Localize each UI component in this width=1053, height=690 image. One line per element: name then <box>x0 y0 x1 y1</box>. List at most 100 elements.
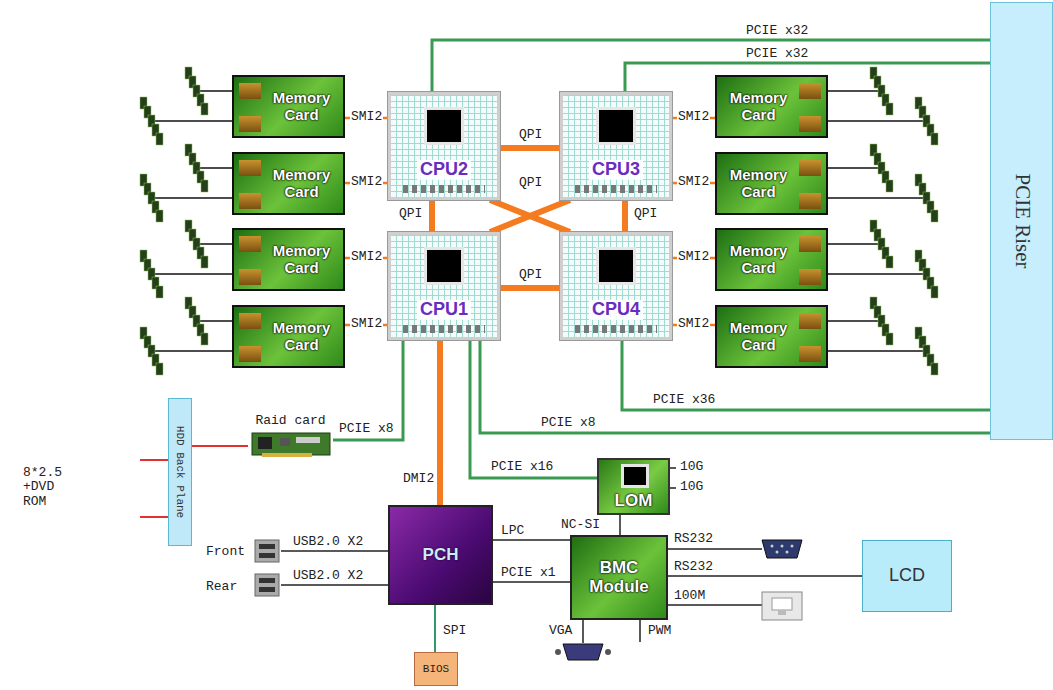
dimm-wire <box>148 120 232 122</box>
pch-chip: PCH <box>388 505 493 605</box>
drive-note: 8*2.5 +DVD ROM <box>22 466 84 509</box>
node-text: HDD Back Plane <box>174 426 186 518</box>
memory-card: Memory Card <box>715 75 828 138</box>
dimm-wire <box>828 90 878 92</box>
dimm-wire <box>148 350 232 352</box>
bus-connector <box>432 40 990 92</box>
dimm-slot <box>886 256 893 268</box>
bus-label: SMI2 <box>677 250 710 264</box>
memory-card: Memory Card <box>715 305 828 368</box>
bus-label: SMI2 <box>677 110 710 124</box>
cpu-chip: CPU3 <box>560 92 672 200</box>
cpu-die <box>596 247 636 285</box>
memory-card: Memory Card <box>232 152 345 215</box>
port-location: Front <box>205 545 246 559</box>
dimm-slot <box>201 103 208 115</box>
cpu-pins <box>575 325 657 333</box>
dimm-slot <box>931 286 938 298</box>
bus-label: SMI2 <box>677 317 710 331</box>
bus-name: USB2.0 X2 <box>292 535 364 549</box>
signal-name: RS232 <box>673 532 714 546</box>
dimm-slot <box>201 180 208 192</box>
cpu-pins <box>403 325 485 333</box>
node-text: Raid card <box>255 414 325 428</box>
cpu-pins <box>575 185 657 193</box>
usb-ports <box>255 540 279 596</box>
drive-lines <box>140 460 168 517</box>
vga-port <box>555 644 611 660</box>
bus-name: USB2.0 X2 <box>292 569 364 583</box>
dimm-wire <box>828 350 923 352</box>
bus-connector <box>429 200 435 232</box>
bus-connector <box>622 200 628 232</box>
memory-card: Memory Card <box>232 305 345 368</box>
cpu-die <box>424 107 464 145</box>
dimm-slot <box>156 363 163 375</box>
bus-label: SMI2 <box>350 175 383 189</box>
bus-connector <box>493 581 570 583</box>
cpu-die <box>424 247 464 285</box>
dimm-wire <box>828 320 878 322</box>
bus-label: SMI2 <box>350 250 383 264</box>
dimm-slot <box>931 363 938 375</box>
dimm-wire <box>828 273 923 275</box>
cpu-pins <box>403 185 485 193</box>
wires <box>281 468 762 643</box>
pcie-riser: PCIE Riser <box>990 2 1053 440</box>
raid-card-board <box>252 433 330 457</box>
bus-label: PCIE x1 <box>500 566 557 580</box>
bus-label: SMI2 <box>350 317 383 331</box>
bmc-module: BMC Module <box>570 535 668 620</box>
cpu-chip: CPU2 <box>388 92 500 200</box>
dimm-slot <box>886 333 893 345</box>
cpu-die <box>596 107 636 145</box>
bus-label: QPI <box>633 207 658 221</box>
dimm-slot <box>886 180 893 192</box>
bus-label: QPI <box>518 268 543 282</box>
bus-connector <box>500 285 560 291</box>
node-text: Memory Card <box>264 320 339 353</box>
dimm-slot <box>886 103 893 115</box>
dimm-wire <box>828 197 923 199</box>
node-text: Memory Card <box>721 243 796 276</box>
dimm-slot <box>156 133 163 145</box>
node-text: CPU2 <box>417 160 471 180</box>
bus-label: PCIE x32 <box>745 47 809 61</box>
cpu-chip: CPU4 <box>560 232 672 340</box>
node-text: Memory Card <box>264 167 339 200</box>
bus-label: PCIE x16 <box>490 460 554 474</box>
bus-label: QPI <box>398 207 423 221</box>
bus-label: DMI2 <box>402 472 435 486</box>
bus-label: QPI <box>518 128 543 142</box>
node-text: PCH <box>423 546 459 565</box>
serial-port <box>762 540 802 558</box>
bus-label: NC-SI <box>560 518 601 532</box>
bios-chip: BIOS <box>414 652 458 686</box>
bus-label: PCIE x36 <box>652 393 716 407</box>
bus-label: SPI <box>442 624 467 638</box>
node-text: BMC Module <box>578 559 660 596</box>
node-text: CPU3 <box>589 160 643 180</box>
dimm-wire <box>148 197 232 199</box>
bus-connector <box>500 145 560 151</box>
dimm-wire <box>828 120 923 122</box>
hdd-backplane: HDD Back Plane <box>168 398 192 546</box>
dimm-slot <box>156 286 163 298</box>
node-text: BIOS <box>423 663 449 675</box>
memory-card: Memory Card <box>232 228 345 291</box>
raid-card: Raid card <box>248 414 333 460</box>
bus-label: LPC <box>500 524 525 538</box>
memory-card: Memory Card <box>232 75 345 138</box>
node-text: CPU1 <box>417 300 471 320</box>
bus-label: PCIE x32 <box>745 24 809 38</box>
dimm-slots <box>140 67 938 375</box>
dimm-wire <box>828 243 878 245</box>
bus-connector <box>470 340 597 478</box>
node-text: Memory Card <box>721 90 796 123</box>
port-location: Rear <box>205 580 238 594</box>
dimm-slot <box>201 256 208 268</box>
bus-connector <box>437 340 443 505</box>
dimm-slot <box>201 333 208 345</box>
